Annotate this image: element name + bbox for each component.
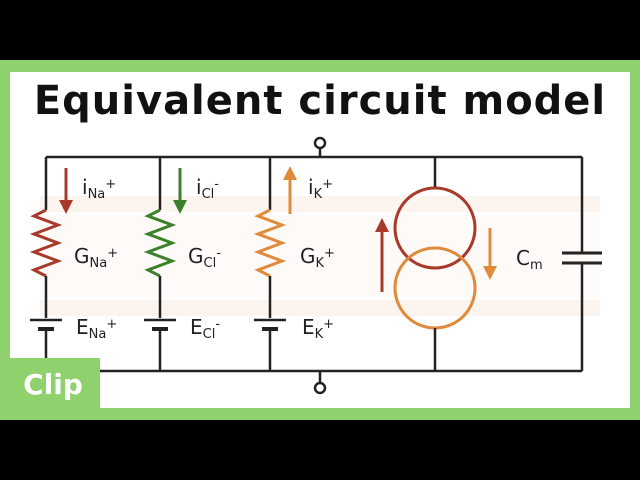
clip-badge: Clip xyxy=(6,358,100,410)
capacitor-branch xyxy=(562,157,602,371)
pump-branch xyxy=(375,157,497,371)
branch-k xyxy=(253,157,297,371)
label-g-na: GNa+ xyxy=(74,244,118,271)
label-cm: Cm xyxy=(516,246,543,273)
resistor-na xyxy=(29,208,63,278)
resistor-cl xyxy=(143,208,177,278)
label-i-cl: iCl- xyxy=(196,175,219,202)
pump-circle-top xyxy=(393,186,477,270)
branch-na xyxy=(29,157,73,371)
page-title: Equivalent circuit model xyxy=(33,78,607,124)
resistor-k xyxy=(253,208,287,278)
label-i-k: iK+ xyxy=(308,175,333,202)
label-e-na: ENa+ xyxy=(76,315,117,342)
labels: iNa+ GNa+ ENa+ iCl- GCl- ECl- iK+ GK+ EK… xyxy=(74,175,543,342)
top-terminal xyxy=(313,136,327,150)
wires xyxy=(46,148,582,382)
label-g-k: GK+ xyxy=(300,244,335,271)
slide-card xyxy=(10,72,630,408)
label-g-cl: GCl- xyxy=(188,244,221,271)
label-i-na: iNa+ xyxy=(82,175,116,202)
branch-cl xyxy=(143,157,187,371)
bottom-terminal xyxy=(313,381,327,395)
label-e-cl: ECl- xyxy=(190,315,220,342)
label-e-k: EK+ xyxy=(302,315,334,342)
